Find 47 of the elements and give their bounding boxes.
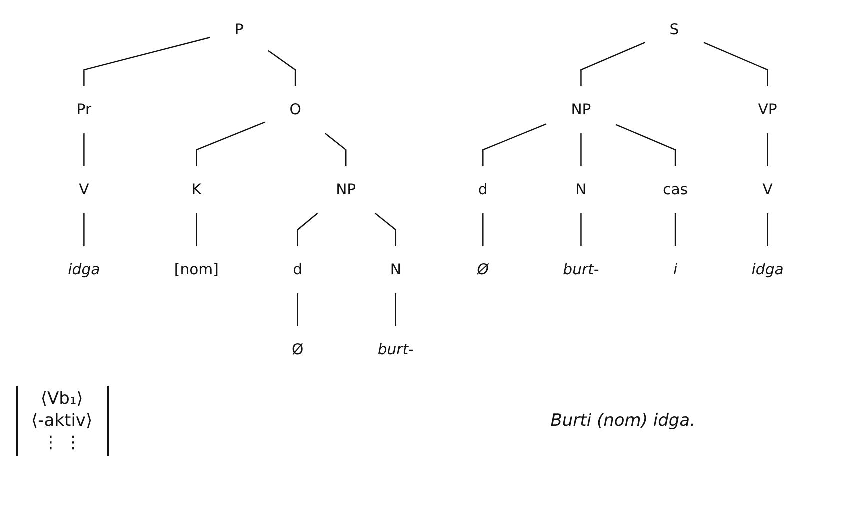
connector bbox=[674, 214, 676, 246]
node-text: cas bbox=[662, 181, 688, 199]
connector bbox=[196, 122, 265, 166]
connector bbox=[615, 124, 676, 166]
node-text: i bbox=[672, 261, 678, 279]
node-text: d bbox=[292, 261, 302, 279]
feature-line: ⟨Vb₁⟩ bbox=[40, 388, 84, 410]
node-text: N bbox=[390, 261, 401, 279]
node-text: V bbox=[762, 181, 772, 199]
node-text: Ø bbox=[291, 341, 304, 359]
connector bbox=[766, 134, 768, 166]
node-text: N bbox=[575, 181, 586, 199]
connector bbox=[296, 213, 318, 246]
connector bbox=[482, 124, 546, 166]
connector bbox=[268, 50, 296, 87]
node-text: V bbox=[78, 181, 89, 199]
node-text: NP bbox=[570, 101, 591, 119]
connector bbox=[83, 37, 210, 87]
connector bbox=[374, 213, 396, 246]
node-text: K bbox=[191, 181, 202, 199]
node-text: burt- bbox=[377, 341, 414, 359]
connector bbox=[324, 133, 346, 166]
node-text: idga bbox=[751, 261, 784, 279]
node-text: S bbox=[669, 21, 679, 39]
node-text: d bbox=[478, 181, 488, 199]
node-text: idga bbox=[68, 261, 100, 279]
node-text: NP bbox=[336, 181, 356, 199]
connector bbox=[482, 214, 484, 246]
node-text: VP bbox=[758, 101, 777, 119]
connector bbox=[580, 42, 645, 87]
connector bbox=[394, 293, 396, 326]
feature-line: ⋮ ⋮ bbox=[41, 432, 83, 454]
feature-line: ⟨-aktiv⟩ bbox=[32, 410, 93, 432]
node-text: O bbox=[289, 101, 301, 119]
connector bbox=[296, 293, 298, 326]
node-text: [nom] bbox=[174, 261, 218, 279]
node-text: burt- bbox=[562, 261, 599, 279]
node-text: P bbox=[234, 21, 244, 39]
connector bbox=[83, 134, 84, 166]
connector bbox=[580, 134, 582, 166]
connector bbox=[703, 42, 768, 87]
connector bbox=[196, 214, 197, 246]
connector bbox=[766, 214, 768, 246]
connector bbox=[83, 214, 84, 246]
node-text: Pr bbox=[76, 101, 92, 119]
example-sentence: Burti (nom) idga. bbox=[550, 411, 696, 431]
connector bbox=[580, 214, 582, 246]
